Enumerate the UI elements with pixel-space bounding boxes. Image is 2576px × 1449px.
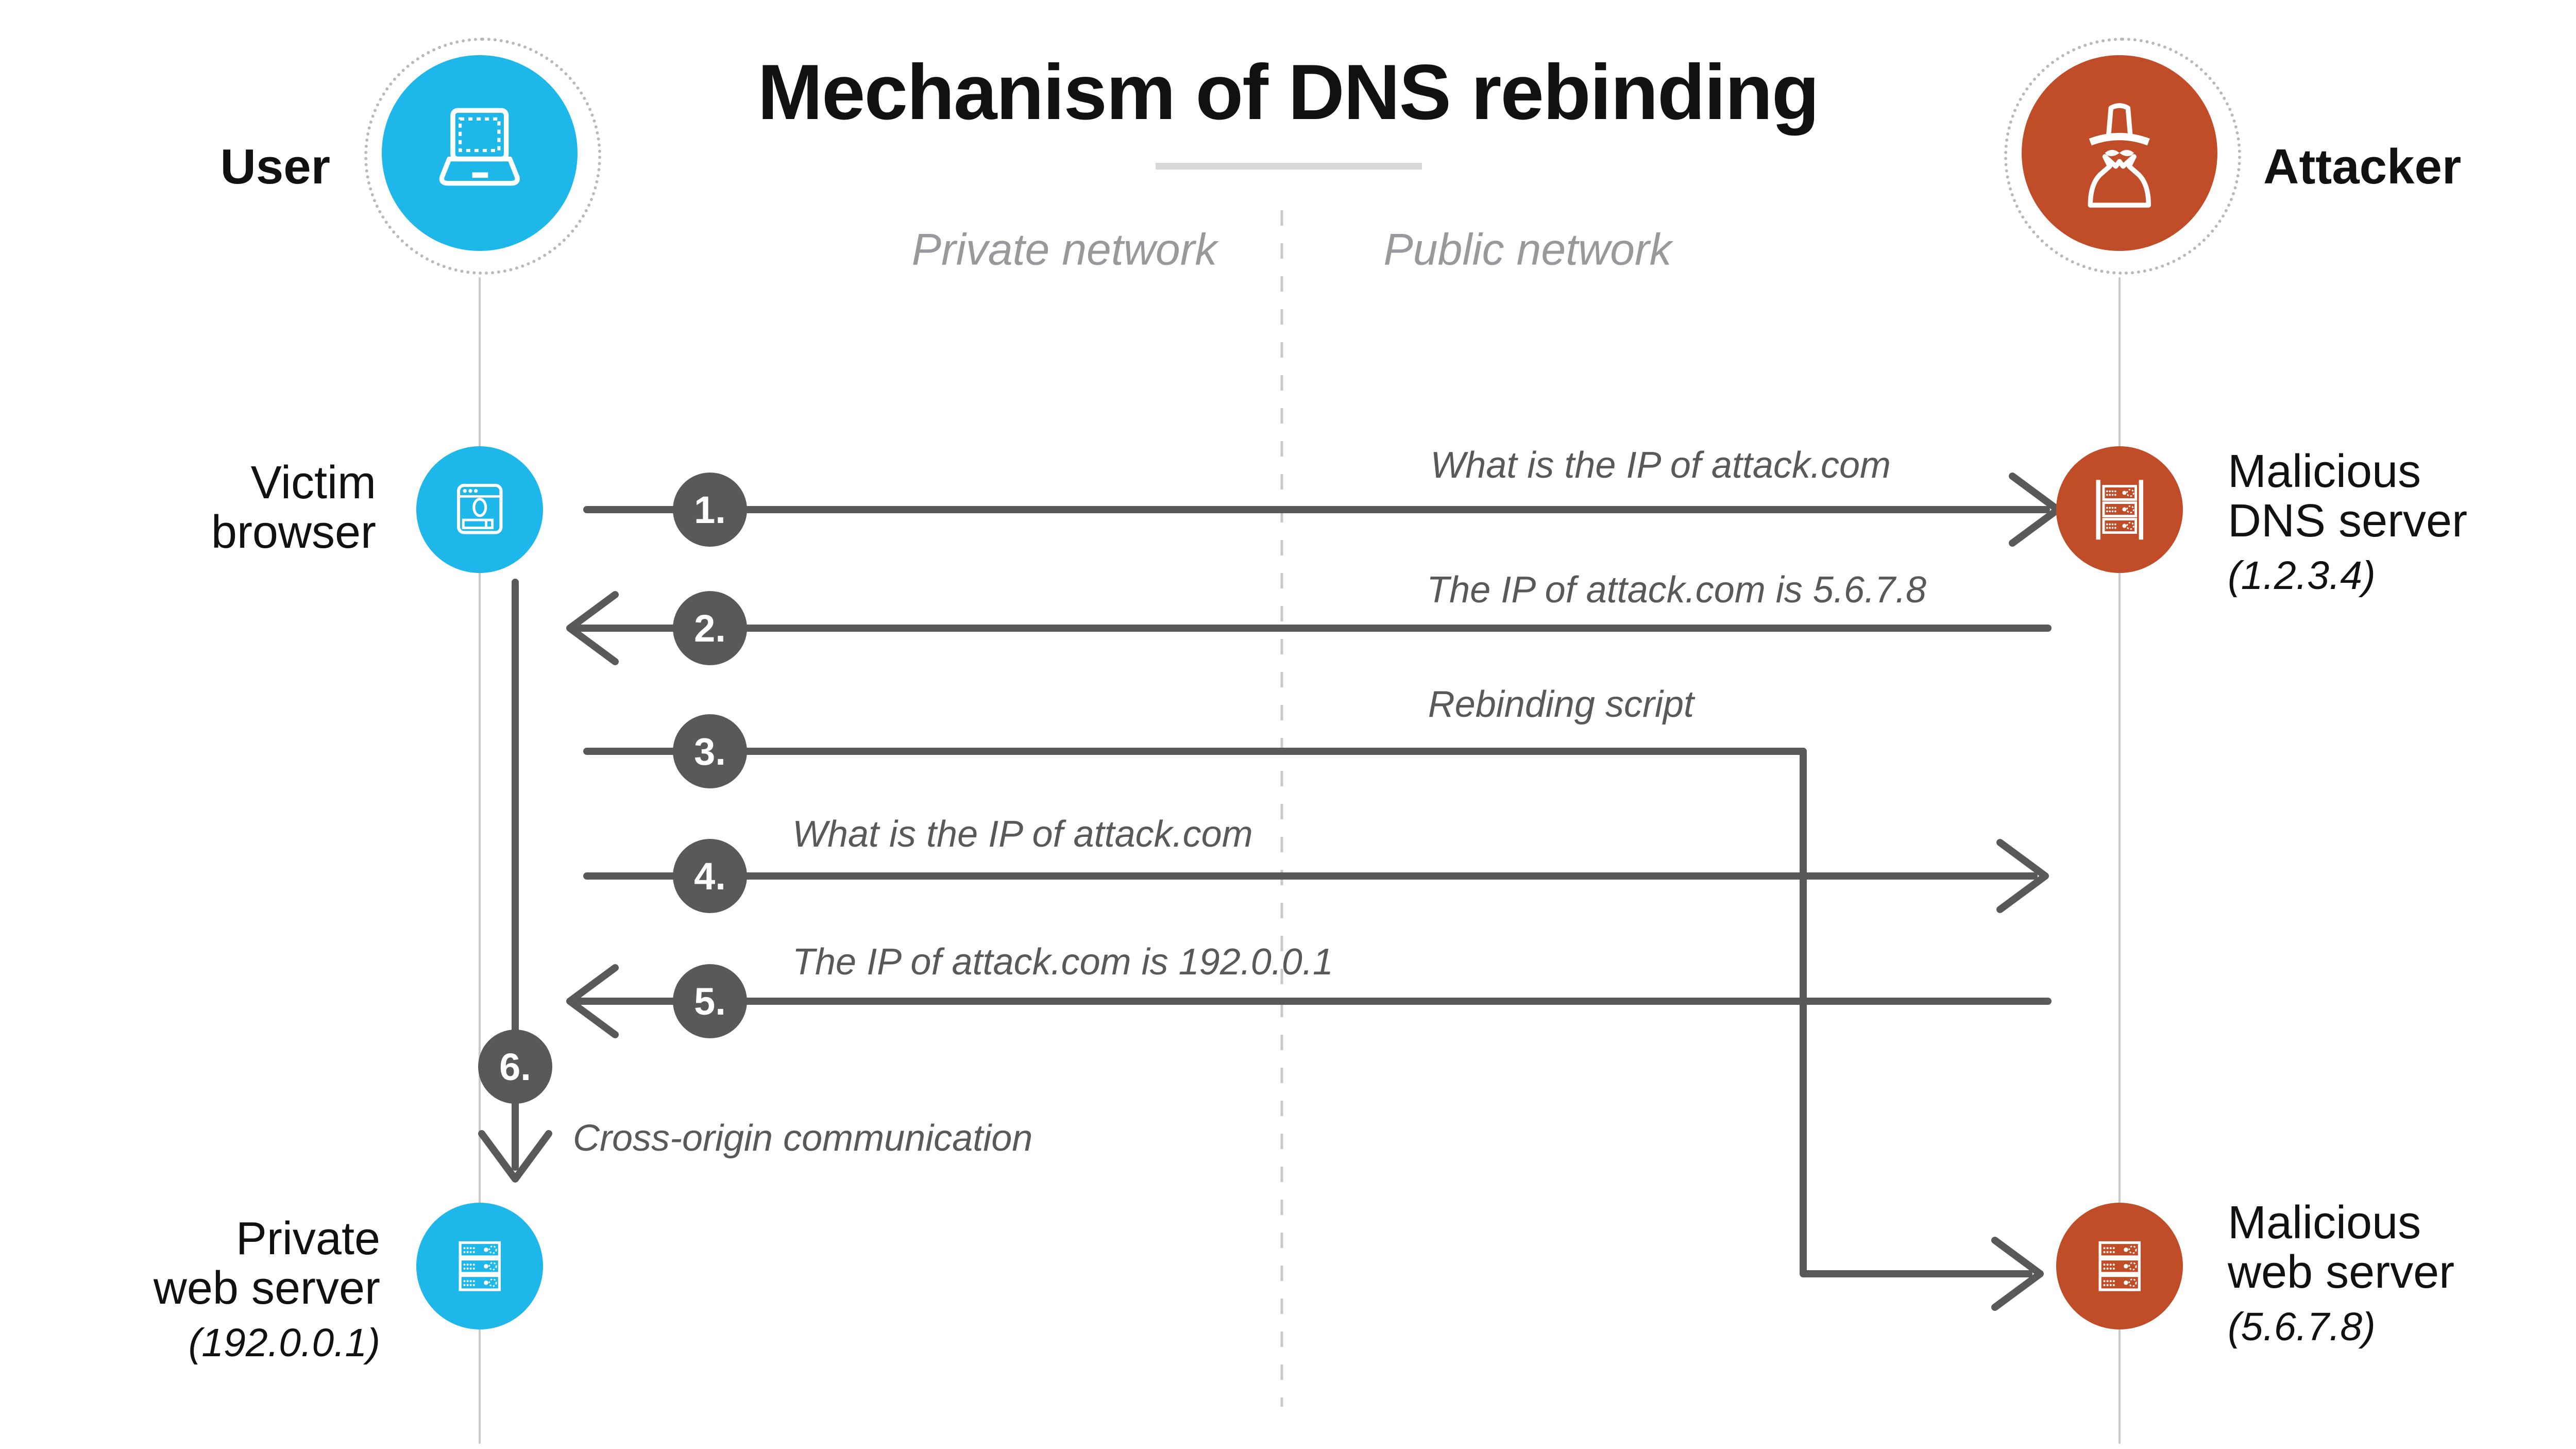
step-1-badge: 1. <box>673 473 747 547</box>
malicious-dns-server-node <box>2056 446 2183 573</box>
server-rack-icon <box>2096 480 2143 540</box>
malicious-dns-ip: (1.2.3.4) <box>2228 553 2376 598</box>
step-4-arrowhead <box>1996 839 2049 913</box>
malicious-dns-label-line2: DNS server <box>2228 495 2468 547</box>
user-label: User <box>220 139 330 194</box>
step-3-arrowhead <box>1991 1237 2044 1311</box>
attacker-dotted-ring <box>2004 38 2241 275</box>
victim-browser-node <box>416 446 543 573</box>
private-web-label-line2: web server <box>153 1262 380 1315</box>
step-5-message: The IP of attack.com is 192.0.0.1 <box>792 941 1333 983</box>
step-2-message: The IP of attack.com is 5.6.7.8 <box>1427 569 1926 611</box>
step-5-badge: 5. <box>673 964 747 1038</box>
victim-browser-label-line2: browser <box>211 507 376 559</box>
malicious-dns-server-label: Malicious DNS server (1.2.3.4) <box>2228 447 2467 597</box>
malicious-web-server-label: Malicious web server (5.6.7.8) <box>2228 1198 2454 1348</box>
step-6-message: Cross-origin communication <box>573 1118 1033 1159</box>
malicious-web-server-node <box>2056 1203 2183 1329</box>
malicious-web-label-line2: web server <box>2228 1246 2455 1299</box>
victim-browser-label-line1: Victim <box>250 457 376 509</box>
step-1-message: What is the IP of attack.com <box>1430 445 1891 486</box>
title-divider <box>1156 163 1422 170</box>
victim-browser-label: Victim browser <box>211 458 376 558</box>
user-dotted-ring <box>364 38 601 275</box>
zone-label-private-network: Private network <box>911 225 1217 275</box>
private-web-label-line1: Private <box>235 1213 380 1265</box>
private-web-server-label: Private web server (192.0.0.1) <box>154 1214 380 1364</box>
step-6-arrowhead <box>478 1130 552 1183</box>
malicious-web-ip: (5.6.7.8) <box>2228 1304 2376 1349</box>
private-web-ip: (192.0.0.1) <box>188 1320 380 1365</box>
attacker-avatar <box>2022 55 2217 251</box>
spy-icon <box>2088 103 2151 208</box>
server-stack-icon <box>2098 1241 2141 1291</box>
step-4-badge: 4. <box>673 839 747 913</box>
malicious-dns-label-line1: Malicious <box>2228 446 2421 497</box>
private-web-server-node <box>416 1203 543 1329</box>
user-avatar <box>382 55 578 251</box>
step-3-line <box>583 748 2032 1277</box>
step-5-arrowhead <box>566 964 619 1038</box>
server-stack-icon <box>459 1241 501 1291</box>
attacker-label: Attacker <box>2263 139 2462 194</box>
page-title: Mechanism of DNS rebinding <box>757 48 1819 136</box>
step-4-message: What is the IP of attack.com <box>792 814 1253 855</box>
zone-label-public-network: Public network <box>1383 225 1672 275</box>
malicious-web-label-line1: Malicious <box>2228 1197 2421 1249</box>
step-2-arrowhead <box>566 591 619 665</box>
step-3-badge: 3. <box>673 714 747 788</box>
step-6-badge: 6. <box>478 1030 552 1104</box>
browser-window-icon <box>456 483 503 534</box>
step-3-message: Rebinding script <box>1428 684 1694 725</box>
laptop-icon <box>439 108 520 186</box>
step-2-badge: 2. <box>673 591 747 665</box>
